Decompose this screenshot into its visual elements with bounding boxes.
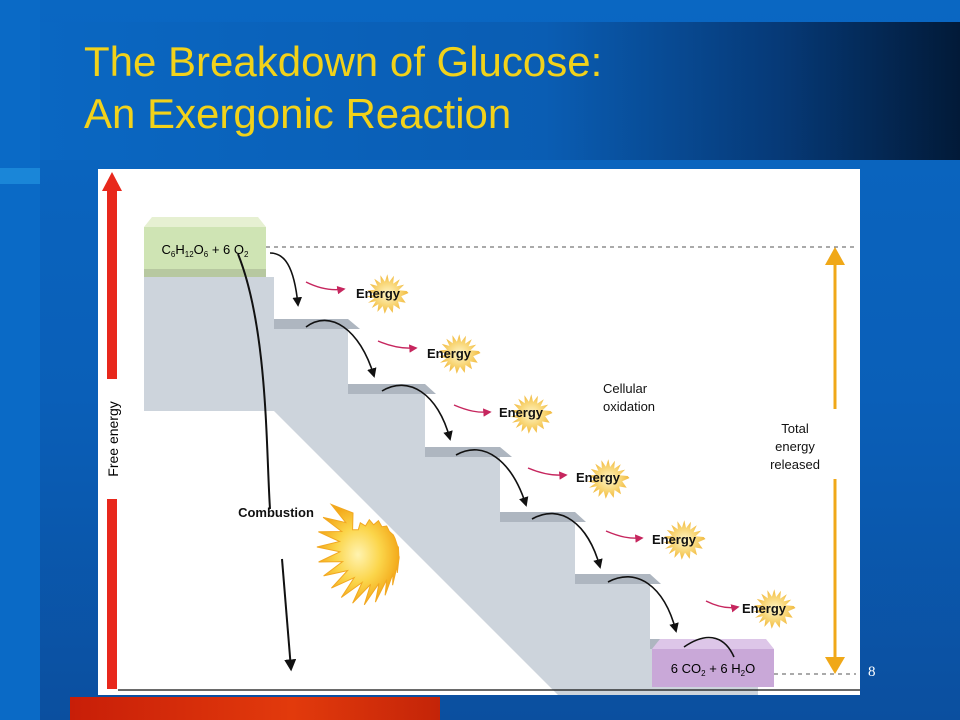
total-energy-label-line1: Total <box>781 421 809 436</box>
energy-burst-5 <box>663 520 706 560</box>
step-arrows <box>269 252 735 658</box>
energy-label-4: Energy <box>576 470 621 485</box>
energy-diagram-svg: Free energy C6H12O6 + 6 O2 6 CO2 + 6 H2O <box>102 172 860 695</box>
total-energy-arrow <box>825 247 845 674</box>
combustion-arrow <box>281 558 297 672</box>
energy-burst-3 <box>510 394 553 434</box>
energy-label-2: Energy <box>427 346 472 361</box>
energy-release-arrows <box>305 281 740 613</box>
energy-burst-6 <box>753 589 796 629</box>
combustion-label: Combustion <box>238 505 314 520</box>
reactants-block <box>144 217 266 277</box>
energy-label-6: Energy <box>742 601 787 616</box>
energy-label-3: Energy <box>499 405 544 420</box>
products-block <box>652 639 774 687</box>
energy-diagram: Free energy C6H12O6 + 6 O2 6 CO2 + 6 H2O <box>98 169 860 695</box>
title-line-2: An Exergonic Reaction <box>84 90 512 137</box>
combustion-burst <box>316 503 400 606</box>
title-band <box>40 22 960 160</box>
energy-burst-2 <box>438 334 481 374</box>
page-number: 8 <box>868 664 876 680</box>
slide-title: The Breakdown of Glucose: An Exergonic R… <box>84 36 602 140</box>
free-energy-arrow <box>102 172 122 689</box>
energy-label-1: Energy <box>356 286 401 301</box>
left-accent <box>0 168 40 184</box>
staircase <box>144 277 758 695</box>
energy-burst-4 <box>587 459 630 499</box>
combustion-path <box>237 253 271 510</box>
reactants-formula: C6H12O6 + 6 O2 <box>162 242 250 259</box>
products-formula: 6 CO2 + 6 H2O <box>671 661 755 678</box>
title-line-1: The Breakdown of Glucose: <box>84 38 603 85</box>
energy-label-5: Energy <box>652 532 697 547</box>
left-strip <box>0 0 40 720</box>
total-energy-label-line2: energy <box>775 439 815 454</box>
free-energy-label: Free energy <box>105 401 121 476</box>
cellular-oxidation-label-line2: oxidation <box>603 399 655 414</box>
bottom-accent-bar <box>70 697 440 720</box>
cellular-oxidation-label-line1: Cellular <box>603 381 648 396</box>
energy-burst-1 <box>366 274 409 314</box>
total-energy-label-line3: released <box>770 457 820 472</box>
